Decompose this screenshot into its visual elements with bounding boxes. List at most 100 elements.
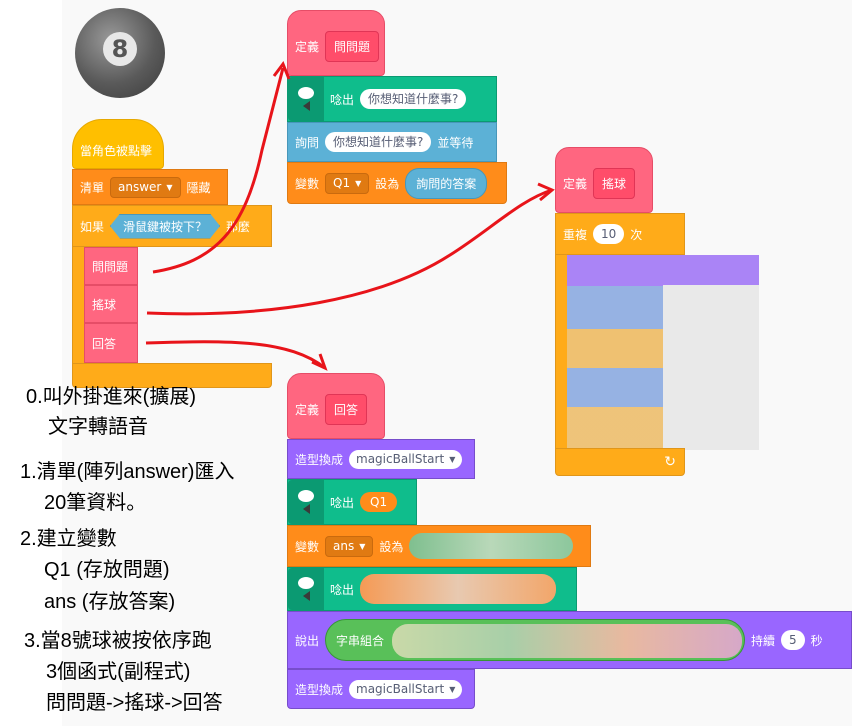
say-text: 你想知道什麼事?: [368, 92, 459, 106]
if-label: 如果: [80, 219, 105, 234]
speak-ans-block[interactable]: 唸出: [287, 567, 577, 611]
note-2-line1: 2.建立變數: [20, 528, 117, 550]
say-label: 唸出: [330, 582, 355, 597]
define-label: 定義: [295, 39, 320, 54]
note-3-line3: 問問題->搖球->回答: [46, 692, 223, 714]
when-sprite-clicked-hat[interactable]: 當角色被點擊: [72, 119, 164, 169]
magic-8-ball-icon[interactable]: 8: [75, 8, 165, 98]
speaker-bubble-icon: [288, 480, 324, 524]
say-label: 唸出: [330, 92, 355, 107]
list-dropdown[interactable]: answer ▼: [110, 176, 181, 198]
times-label: 次: [630, 227, 643, 242]
define-shake-ball-hat[interactable]: 定義 搖球: [555, 147, 653, 213]
repeat-count: 10: [601, 227, 617, 241]
note-3-line1: 3.當8號球被按依序跑: [24, 630, 212, 652]
duration-input[interactable]: 5: [781, 630, 805, 650]
say-label: 唸出: [330, 495, 355, 510]
wait-label: 並等待: [437, 135, 474, 150]
note-3-line2: 3個函式(副程式): [46, 661, 191, 683]
shake-ball-prototype[interactable]: 搖球: [593, 167, 636, 199]
set-label: 設為: [375, 176, 400, 191]
speak-label: 說出: [295, 633, 320, 648]
variable-dropdown[interactable]: Q1 ▼: [325, 172, 370, 194]
obscured-region: [567, 255, 759, 450]
clear-list-block[interactable]: 清單 answer ▼ 隱藏: [72, 169, 228, 205]
set-q1-block[interactable]: 變數 Q1 ▼ 設為 詢問的答案: [287, 162, 507, 204]
repeat-count-input[interactable]: 10: [593, 224, 625, 244]
chevron-down-icon: ▼: [449, 684, 456, 694]
note-0-line1: 0.叫外掛進來(擴展): [26, 386, 196, 408]
switch-costume-block[interactable]: 造型換成 magicBallStart ▼: [287, 439, 475, 479]
call-ask-question[interactable]: 問問題: [84, 247, 138, 285]
call-ask-label: 問問題: [92, 259, 129, 274]
q1-reporter[interactable]: Q1: [360, 492, 398, 512]
say-text-input[interactable]: 你想知道什麼事?: [360, 89, 467, 109]
define-answer-hat[interactable]: 定義 回答: [287, 373, 385, 439]
ask-and-wait-block[interactable]: 詢問 你想知道什麼事? 並等待: [287, 122, 497, 162]
note-2-line2: Q1 (存放問題): [44, 559, 170, 581]
ask-label: 詢問: [295, 135, 320, 150]
chevron-down-icon: ▼: [355, 178, 362, 188]
obscured-reporter: [409, 533, 574, 559]
condition-label: 滑鼠鍵被按下？: [123, 219, 208, 234]
then-label: 那麼: [226, 219, 251, 234]
note-1-line1: 1.清單(陣列answer)匯入: [20, 461, 235, 483]
duration-value: 5: [789, 633, 797, 647]
obscured-join-args: [392, 624, 743, 658]
note-2-line3: ans (存放答案): [44, 591, 176, 613]
answer-reporter[interactable]: 詢問的答案: [405, 167, 488, 199]
variable-dropdown[interactable]: ans ▼: [325, 535, 374, 557]
note-0-line2: 文字轉語音: [48, 416, 148, 438]
q1-reporter-label: Q1: [370, 495, 388, 509]
costume-name: magicBallStart: [356, 451, 445, 466]
clear-label: 清單: [80, 180, 105, 195]
prototype-name: 回答: [334, 402, 359, 417]
ask-text: 你想知道什麼事?: [333, 135, 424, 149]
call-shake-ball[interactable]: 搖球: [84, 285, 138, 323]
define-label: 定義: [295, 402, 320, 417]
costume-dropdown[interactable]: magicBallStart ▼: [349, 679, 463, 699]
set-label: 設為: [379, 539, 404, 554]
repeat-label: 重複: [563, 227, 588, 242]
duration-label: 持續: [751, 633, 776, 648]
hide-label: 隱藏: [186, 180, 211, 195]
list-name: answer: [118, 179, 162, 194]
variable-name: Q1: [333, 175, 351, 190]
speaker-bubble-icon: [288, 77, 324, 121]
call-answer[interactable]: 回答: [84, 323, 138, 363]
say-for-seconds-block[interactable]: 說出 字串組合 持續 5 秒: [287, 611, 852, 669]
repeat-block-arm: [555, 255, 570, 450]
repeat-block[interactable]: 重複 10 次: [555, 213, 685, 255]
loop-arrow-icon: ↻: [664, 454, 676, 470]
when-clicked-label: 當角色被點擊: [80, 143, 153, 158]
mouse-down-condition[interactable]: 滑鼠鍵被按下？: [110, 214, 220, 239]
ball-number: 8: [103, 32, 137, 66]
ask-text-input[interactable]: 你想知道什麼事?: [325, 132, 432, 152]
speak-q1-block[interactable]: 唸出 Q1: [287, 479, 417, 525]
costume-name: magicBallStart: [356, 681, 445, 696]
text-to-speech-say-block[interactable]: 唸出 你想知道什麼事?: [287, 76, 497, 122]
if-then-block[interactable]: 如果 滑鼠鍵被按下？ 那麼: [72, 205, 272, 247]
repeat-block-footer: ↻: [555, 448, 685, 476]
answer-reporter-label: 詢問的答案: [416, 176, 477, 191]
note-1-line2: 20筆資料。: [44, 492, 147, 514]
set-ans-block[interactable]: 變數 ans ▼ 設為: [287, 525, 591, 567]
costume-label: 造型換成: [295, 682, 344, 697]
define-label: 定義: [563, 176, 588, 191]
join-reporter[interactable]: 字串組合: [325, 619, 746, 661]
chevron-down-icon: ▼: [449, 454, 456, 464]
call-shake-label: 搖球: [92, 297, 117, 312]
join-label: 字串組合: [336, 633, 385, 648]
costume-label: 造型換成: [295, 452, 344, 467]
speaker-bubble-icon: [288, 568, 324, 610]
prototype-name: 搖球: [602, 176, 627, 191]
seconds-label: 秒: [810, 633, 823, 648]
ask-question-prototype[interactable]: 問問題: [325, 30, 380, 62]
obscured-reporter: [360, 574, 557, 604]
define-ask-question-hat[interactable]: 定義 問問題: [287, 10, 385, 76]
variable-name: ans: [333, 538, 355, 553]
call-answer-label: 回答: [92, 336, 117, 351]
switch-costume-block-2[interactable]: 造型換成 magicBallStart ▼: [287, 669, 475, 709]
answer-prototype[interactable]: 回答: [325, 393, 368, 425]
costume-dropdown[interactable]: magicBallStart ▼: [349, 449, 463, 469]
